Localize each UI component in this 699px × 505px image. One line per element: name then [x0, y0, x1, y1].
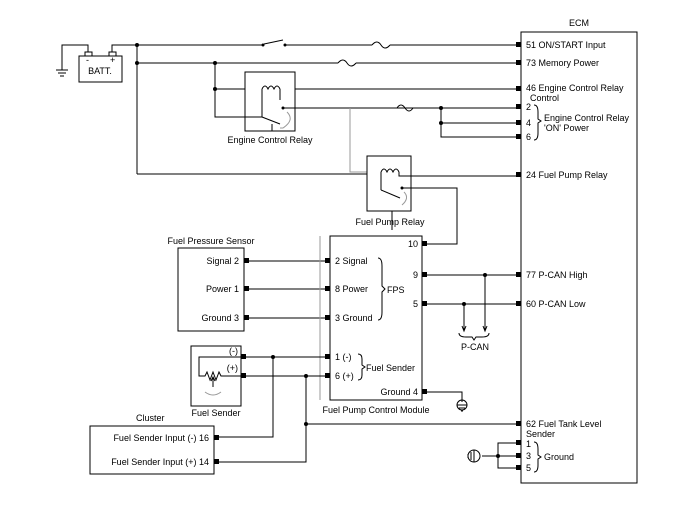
- fpcm-fps-brace: [377, 257, 386, 321]
- battery-pos-wire: [111, 44, 137, 52]
- fpcm-pin-5: 5: [413, 299, 418, 309]
- ecm-pins: [516, 42, 521, 470]
- fpcm-fuel-sender-label: Fuel Sender: [366, 363, 415, 373]
- fpcm-pin-sender-pos: 6 (+): [335, 371, 354, 381]
- ecm-ground-label: Ground: [544, 452, 574, 462]
- fuel-pressure-sensor-box: [177, 247, 245, 332]
- cluster-pin-neg: Fuel Sender Input (-) 16: [113, 433, 209, 443]
- fuel-sender-resistor: [198, 356, 241, 382]
- ecm-terminal-46: 46 Engine Control Relay: [526, 83, 624, 93]
- ecm-terminal-24: 24 Fuel Pump Relay: [526, 170, 608, 180]
- fpcm-label: Fuel Pump Control Module: [322, 405, 429, 415]
- p-can-label: P-CAN: [461, 342, 489, 352]
- ecm-terminal-1: 1: [526, 439, 531, 449]
- ecm-on-power-brace: [533, 104, 542, 141]
- engine-control-relay-label: Engine Control Relay: [227, 135, 313, 145]
- battery-ground-icon: [56, 69, 68, 77]
- battery-ground-wire: [61, 44, 89, 70]
- fps-pin-signal: Signal 2: [206, 256, 239, 266]
- fuel-pressure-sensor-title: Fuel Pressure Sensor: [167, 236, 254, 246]
- fpcm-box: [329, 235, 423, 401]
- engine-control-relay-box: [244, 71, 296, 132]
- fps-pin-ground: Ground 3: [201, 313, 239, 323]
- fuel-sender-neg: (-): [229, 346, 238, 356]
- fuel-pump-relay-coil: [380, 168, 400, 174]
- fuse-relay-out: [396, 104, 414, 112]
- ecm-terminal-62-cont: Sender: [526, 429, 555, 439]
- battery-neg-sign: -: [86, 55, 89, 65]
- fpcm-pin-sender-neg: 1 (-): [335, 352, 352, 362]
- fuel-sender: (-) (+) Fuel Sender: [190, 345, 325, 418]
- fuel-pump-relay: Fuel Pump Relay: [355, 155, 516, 245]
- fuel-pump-control-module: 2 Signal 8 Power 3 Ground FPS 1 (-) 6 (+…: [319, 235, 468, 415]
- ecm-box: [520, 31, 638, 484]
- power-wires: [135, 39, 516, 175]
- fpcm-pin-ground3: 3 Ground: [335, 313, 373, 323]
- fuse-73: [337, 59, 357, 67]
- ecm: ECM 51 ON/START Input 73 Memory Power 46…: [516, 18, 638, 484]
- fuel-sender-label: Fuel Sender: [191, 408, 240, 418]
- engine-relay-switch: [261, 116, 281, 125]
- ecm-terminal-3: 3: [526, 451, 531, 461]
- fuel-pump-relay-box: [366, 155, 412, 212]
- ecm-terminal-73: 73 Memory Power: [526, 58, 599, 68]
- fpcm-pin-9: 9: [413, 270, 418, 280]
- fpcm-fps-label: FPS: [387, 285, 405, 295]
- engine-control-relay: Engine Control Relay: [214, 71, 516, 145]
- p-can-brace: [458, 332, 490, 341]
- ecm-ground: [467, 442, 516, 469]
- fuel-pump-relay-switch: [380, 189, 401, 199]
- fpcm-pin-ground4: Ground 4: [380, 387, 418, 397]
- engine-relay-coil: [261, 85, 281, 91]
- fuel-sender-pos: (+): [227, 363, 238, 373]
- ecm-terminal-77: 77 P-CAN High: [526, 270, 588, 280]
- p-can: P-CAN: [427, 273, 516, 352]
- battery: - + BATT.: [56, 44, 137, 83]
- ecm-terminal-6: 6: [526, 132, 531, 142]
- cluster: Cluster Fuel Sender Input (-) 16 Fuel Se…: [89, 357, 516, 475]
- fpcm-pin-10: 10: [408, 239, 418, 249]
- ecm-terminal-51: 51 ON/START Input: [526, 40, 606, 50]
- fuse-51: [371, 41, 391, 49]
- battery-label: BATT.: [88, 66, 112, 76]
- ecm-terminal-46-cont: Control: [530, 93, 559, 103]
- ignition-switch: [263, 39, 284, 45]
- ecm-on-power-label: Engine Control Relay: [544, 113, 630, 123]
- battery-box: [78, 55, 123, 83]
- fps-pin-power: Power 1: [206, 284, 239, 294]
- fpcm-sender-brace: [357, 353, 366, 381]
- battery-pos-sign: +: [110, 55, 115, 65]
- ecm-title: ECM: [569, 18, 589, 28]
- fuel-pump-relay-label: Fuel Pump Relay: [355, 217, 425, 227]
- cluster-title: Cluster: [136, 413, 165, 423]
- ecm-terminal-62: 62 Fuel Tank Level: [526, 419, 601, 429]
- ecm-terminal-60: 60 P-CAN Low: [526, 299, 586, 309]
- cluster-pin-pos: Fuel Sender Input (+) 14: [111, 457, 209, 467]
- cluster-box: [89, 425, 215, 475]
- fpcm-pin-signal: 2 Signal: [335, 256, 368, 266]
- ecm-ground-brace: [533, 441, 542, 473]
- fuel-pressure-sensor: Fuel Pressure Sensor Signal 2 Power 1 Gr…: [167, 236, 325, 332]
- ecm-on-power-label-2: 'ON' Power: [544, 123, 589, 133]
- ecm-terminal-4: 4: [526, 118, 531, 128]
- ecm-terminal-2: 2: [526, 102, 531, 112]
- ecm-terminal-5: 5: [526, 463, 531, 473]
- fpcm-pin-power: 8 Power: [335, 284, 368, 294]
